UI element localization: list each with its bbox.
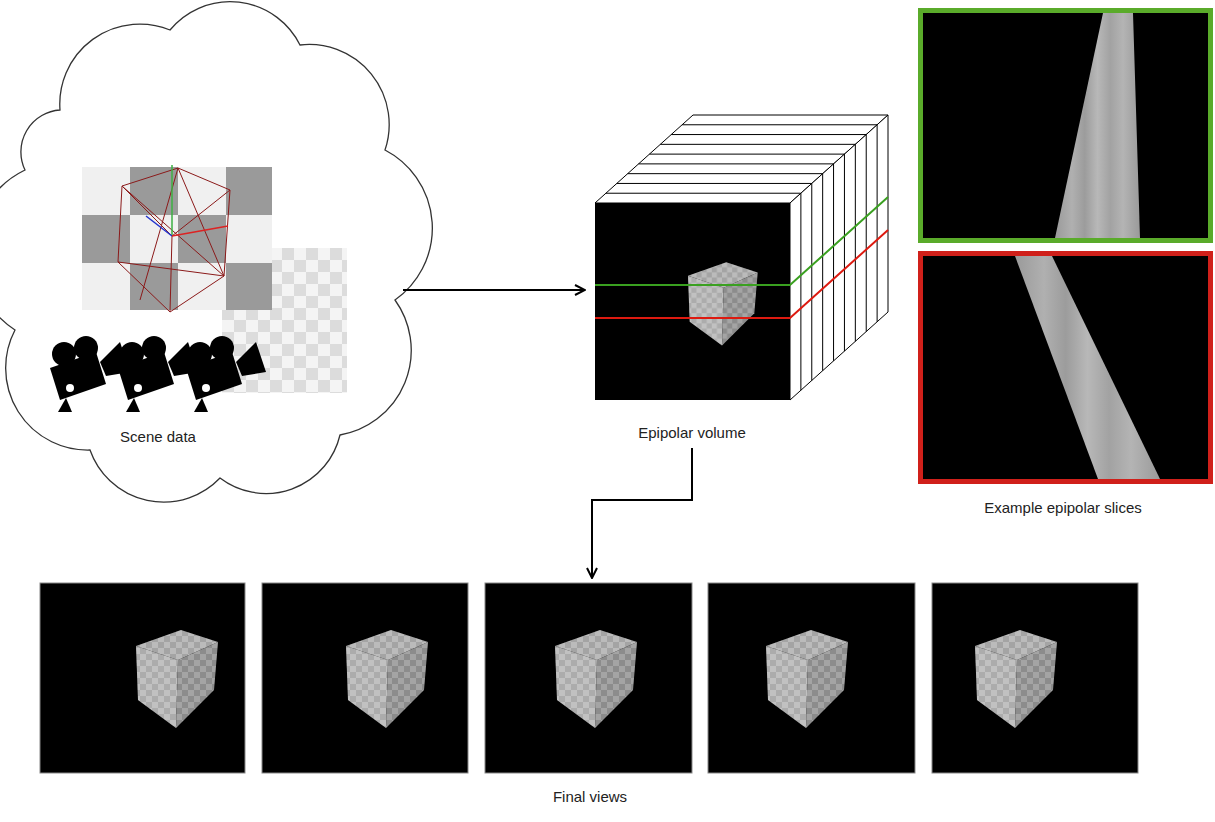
checkerboard: [82, 167, 272, 310]
slice-edge: [671, 134, 866, 135]
epipolar-slice: [921, 254, 1211, 482]
views-node: Final views: [35, 578, 1145, 812]
slice-edge: [822, 174, 823, 371]
axes: [146, 165, 228, 236]
caption: Scene data: [120, 428, 196, 446]
scene-cloud-node: Scene data: [5, 15, 403, 481]
slice-edge: [800, 193, 801, 390]
slice-edge: [811, 183, 812, 380]
camera-icon: [186, 336, 266, 412]
epipolar-volume: [595, 115, 888, 400]
caption: Epipolar volume: [638, 424, 746, 442]
scene-cloud: [0, 2, 432, 502]
wireframe-cube: [118, 168, 230, 312]
camera-icon: [50, 336, 130, 412]
camera-icon: [118, 336, 198, 412]
slice-edge: [844, 154, 845, 351]
slice-edge: [833, 164, 834, 361]
flow-arrow: [592, 448, 692, 578]
slice-edge: [877, 125, 878, 322]
slice-edge: [617, 183, 812, 184]
slice-edge: [606, 193, 801, 194]
slice-edge: [682, 124, 877, 125]
flow-arrow: [403, 289, 585, 291]
slice-edge: [649, 154, 844, 155]
slice-edge: [855, 144, 856, 341]
final-views: [40, 583, 1138, 773]
caption: Example epipolar slices: [984, 499, 1142, 517]
slice-edge: [660, 144, 855, 145]
epipolar-slice: [921, 11, 1211, 241]
caption: Final views: [553, 788, 627, 806]
slice-edge: [628, 173, 823, 174]
volume-node: Epipolar volume: [585, 110, 895, 448]
slice-edge: [639, 163, 834, 164]
slice-edge: [866, 135, 867, 332]
